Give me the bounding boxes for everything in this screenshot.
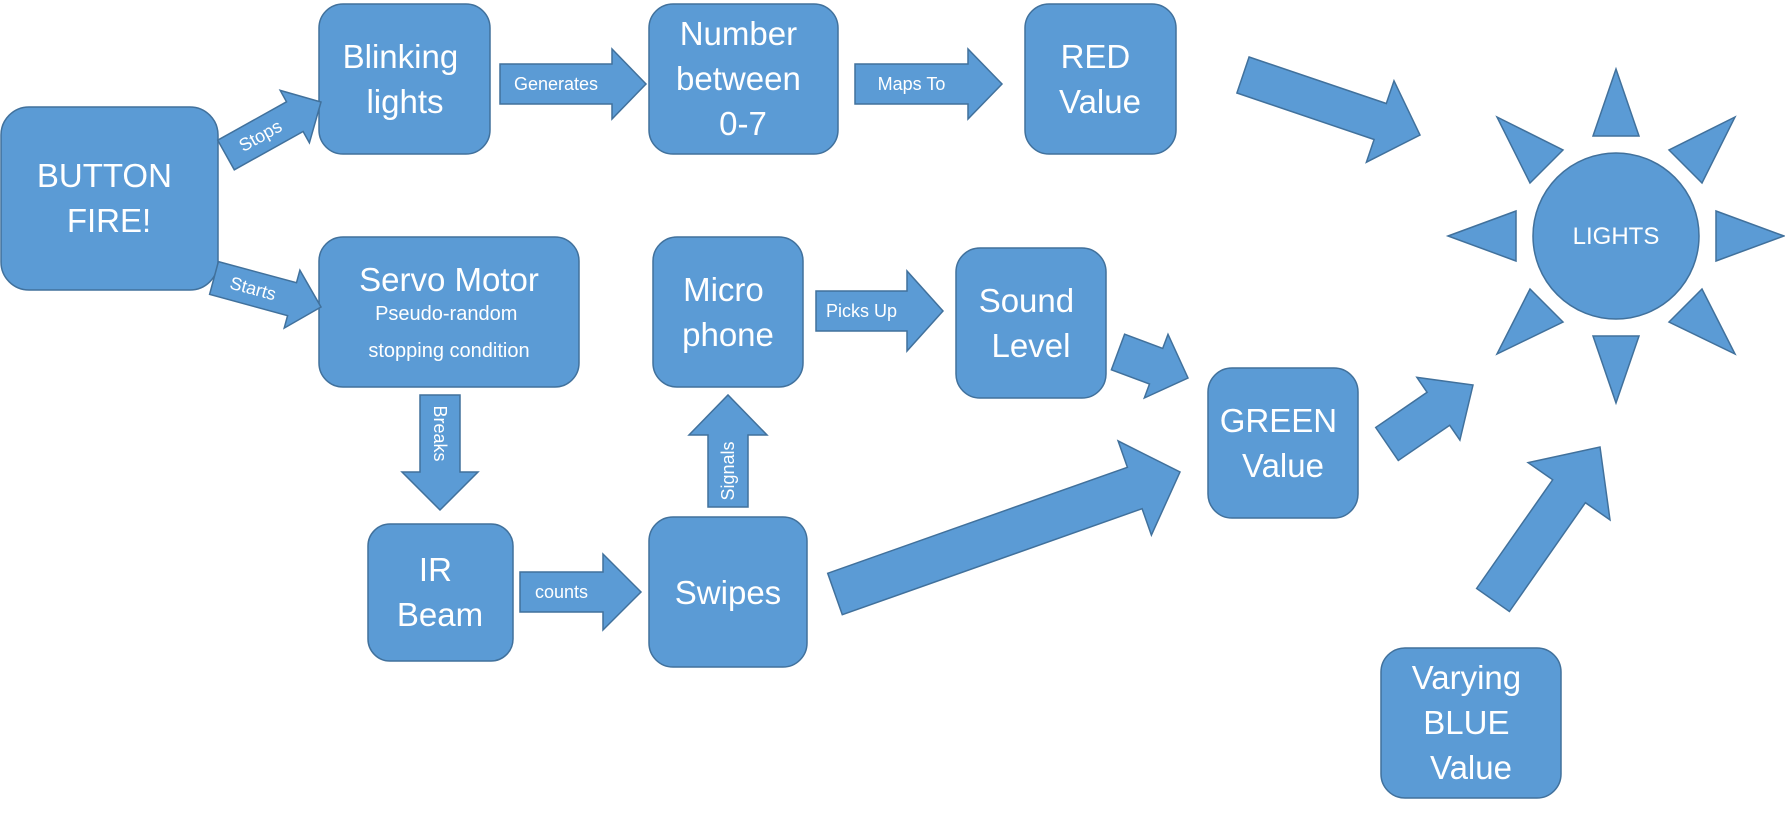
svg-text:Pseudo-random stopping c: Pseudo-random stopping condition: [368, 303, 529, 362]
arrow-signals: [687, 393, 769, 508]
edge-label-maps-to: Maps To: [878, 74, 946, 94]
lights-circle: [1532, 152, 1700, 320]
lights-label: LIGHTS: [1573, 223, 1660, 250]
node-red-value: RED Value: [1024, 3, 1177, 155]
node-ir-beam: IR Beam: [367, 523, 514, 662]
svg-text:Swipes: Swipes: [675, 574, 781, 611]
arrow-red-lights: [1235, 56, 1421, 164]
svg-text:Blinking lights: Blinking lights: [343, 38, 468, 120]
svg-text:Servo Motor: Servo Motor: [359, 261, 539, 298]
svg-text:GREEN Value: GREEN Value: [1220, 402, 1347, 484]
arrow-stops: [216, 89, 322, 171]
arrow-maps-to: [854, 47, 1004, 121]
node-button-fire: BUTTON FIRE!: [0, 106, 219, 291]
arrow-picks-up: [815, 269, 945, 353]
node-blue-value: Varying BLUE Value: [1380, 647, 1562, 799]
svg-text:Micro phone: Micro phone: [682, 271, 774, 353]
node-number-between: Number between 0-7: [648, 3, 839, 155]
node-blinking-lights: Blinking lights: [318, 3, 491, 155]
svg-text:Sound Level: Sound Level: [979, 282, 1084, 364]
arrows-layer: [208, 47, 1611, 632]
svg-text:BUTTON FIRE!: BUTTON FIRE!: [37, 157, 181, 239]
arrow-counts: [519, 552, 643, 632]
arrow-generates: [499, 47, 648, 121]
node-servo-motor: Servo Motor Pseudo-random stopping condi…: [318, 236, 580, 388]
arrow-green-lights: [1374, 376, 1474, 462]
svg-text:Varying BLUE Value: Varying BLUE Value: [1412, 659, 1531, 786]
edge-label-picks-up: Picks Up: [826, 301, 897, 321]
svg-text:Number between 0-7: Number between 0-7: [676, 15, 810, 142]
svg-text:RED Value: RED Value: [1059, 38, 1141, 120]
sun-icon: [1445, 66, 1785, 406]
svg-text:IR Beam: IR Beam: [397, 551, 483, 633]
arrow-breaks: [400, 394, 480, 512]
arrow-starts: [208, 260, 323, 330]
node-sound-level: Sound Level: [955, 247, 1107, 399]
node-microphone: Micro phone: [652, 236, 804, 388]
node-green-value: GREEN Value: [1207, 367, 1359, 519]
edge-label-breaks: Breaks: [430, 405, 450, 461]
node-swipes: Swipes: [648, 516, 808, 668]
arrow-blue-lights: [1475, 446, 1611, 613]
arrow-swipes-green: [826, 439, 1181, 616]
edge-label-counts: counts: [535, 582, 588, 602]
edge-label-signals: Signals: [718, 441, 738, 500]
arrow-sound-green: [1110, 332, 1189, 400]
edge-label-generates: Generates: [514, 74, 598, 94]
